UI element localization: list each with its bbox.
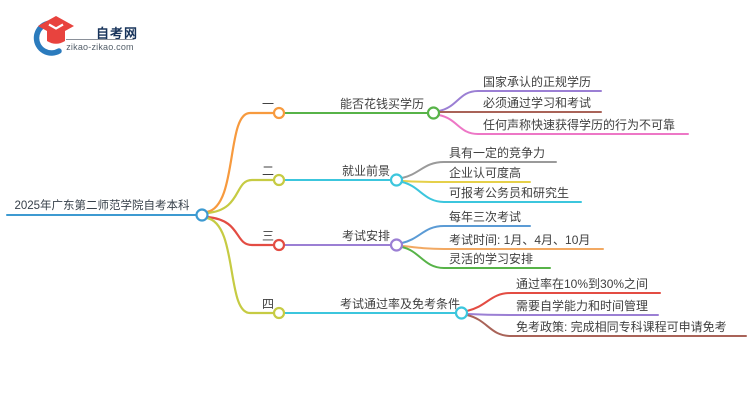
branch-2-curve (205, 178, 275, 215)
branch-3-leaf-3-label: 灵活的学习安排 (449, 252, 534, 266)
site-logo[interactable]: 自考网 zikao-zikao.com (28, 12, 158, 56)
branch-3-leaf-2-label: 考试时间: 1月、4月、10月 (449, 233, 591, 247)
site-name: 自考网 (95, 26, 138, 41)
branch-2-leaf-2-label: 企业认可度高 (449, 166, 522, 180)
branch-2-leaf-2-line (402, 180, 531, 183)
logo-divider (66, 39, 134, 40)
branch-1-leaf-1-label: 国家承认的正规学历 (483, 75, 592, 89)
graduation-cap-icon (33, 16, 74, 56)
root-node-label: 2025年广东第二师范学院自考本科 (14, 200, 190, 212)
branch-4-index-label: 四 (261, 297, 274, 311)
branch-4-curve (205, 216, 275, 315)
branch-1-leaf-1-line (438, 90, 602, 112)
branch-4-leaf-3-line (466, 314, 747, 337)
branch-1-leaf-2-label: 必须通过学习和考试 (483, 96, 592, 110)
branch-2-index-handle[interactable] (272, 173, 286, 187)
branch-2-topic-handle[interactable] (389, 173, 404, 187)
site-domain: zikao-zikao.com (66, 42, 134, 52)
branch-3-leaf-2-line (402, 245, 604, 250)
branch-1-topic-handle[interactable] (426, 106, 441, 120)
branch-1-topic-label: 能否花钱买学历 (340, 97, 425, 111)
branch-1-leaf-3-label: 任何声称快速获得学历的行为不可靠 (483, 118, 676, 132)
branch-2-topic-label: 就业前景 (342, 164, 391, 178)
branch-4-topic-handle[interactable] (454, 306, 469, 320)
root-node-handle[interactable] (195, 208, 209, 222)
branch-1-curve (205, 111, 275, 214)
branch-1-index-handle[interactable] (272, 106, 286, 120)
branch-4-leaf-2-line (467, 313, 659, 316)
branch-4-leaf-2-label: 需要自学能力和时间管理 (516, 299, 649, 313)
branch-2-leaf-1-label: 具有一定的竞争力 (449, 146, 546, 160)
branch-4-topic-label: 考试通过率及免考条件 (340, 297, 461, 311)
branch-4-leaf-3-label: 免考政策: 完成相同专科课程可申请免考 (516, 320, 727, 334)
branch-3-leaf-3-line (401, 246, 551, 269)
branch-1-index-label: 一 (261, 97, 274, 111)
branch-2-index-label: 二 (261, 164, 274, 178)
branch-2-leaf-3-line (401, 181, 582, 203)
branch-3-leaf-1-label: 每年三次考试 (449, 210, 522, 224)
branch-3-topic-label: 考试安排 (342, 229, 391, 243)
branch-2-leaf-3-label: 可报考公务员和研究生 (449, 186, 570, 200)
branch-3-curve (205, 215, 275, 247)
branch-3-topic-handle[interactable] (389, 238, 404, 252)
branch-3-index-label: 三 (261, 229, 274, 243)
branch-2-leaf-1-line (401, 161, 557, 179)
branch-3-leaf-1-line (401, 225, 531, 244)
branch-4-index-handle[interactable] (272, 306, 286, 320)
branch-4-leaf-1-line (466, 292, 661, 312)
branch-1-leaf-3-line (438, 114, 689, 135)
branch-3-index-handle[interactable] (272, 238, 286, 252)
branch-4-leaf-1-label: 通过率在10%到30%之间 (516, 277, 649, 291)
